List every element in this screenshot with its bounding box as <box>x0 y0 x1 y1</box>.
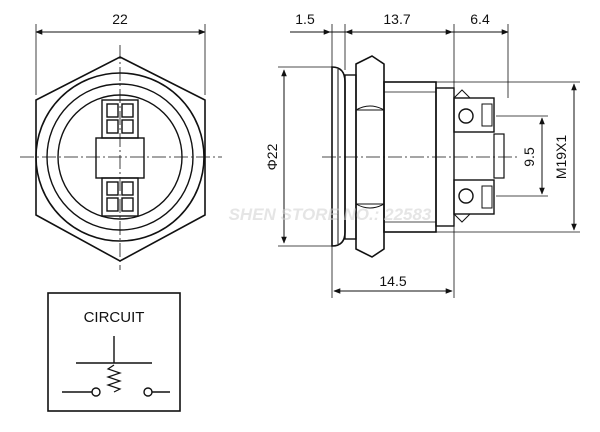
terminal-lower <box>453 179 495 223</box>
lower-terminal <box>101 177 139 217</box>
circuit-title: CIRCUIT <box>84 309 145 326</box>
upper-terminal-slot-b <box>121 103 134 118</box>
upper-terminal-slot-a <box>106 103 119 118</box>
terminal-dim-label: 6.4 <box>470 11 490 27</box>
hex-nut-side <box>355 55 385 258</box>
flange-dim-label: 1.5 <box>295 11 315 27</box>
store-watermark: SHEN STORE NO.: 22583 <box>229 205 432 224</box>
nut-chamfer-top <box>355 105 385 111</box>
thread-label: M19X1 <box>553 135 569 180</box>
front-view <box>20 24 222 270</box>
circuit-frame <box>47 292 181 412</box>
lower-terminal-slot-b <box>121 181 134 196</box>
lower-terminal-slot-d <box>121 197 134 212</box>
total-length-label: 14.5 <box>379 273 406 289</box>
lower-terminal-slot-c <box>106 197 119 212</box>
upper-terminal-slot-c <box>106 119 119 134</box>
contact-terminal-right <box>143 387 153 397</box>
lower-terminal-slot-a <box>106 181 119 196</box>
terminal-bridge <box>493 133 505 179</box>
body-dim-label: 13.7 <box>383 11 410 27</box>
spacing-label: 9.5 <box>521 147 537 167</box>
terminal-upper <box>453 89 495 133</box>
spring-symbol <box>106 364 122 393</box>
side-view <box>278 24 580 298</box>
circuit-box <box>47 292 181 412</box>
contact-terminal-left <box>91 387 101 397</box>
diameter-label: Φ22 <box>264 143 280 170</box>
width-label: 22 <box>112 11 128 27</box>
upper-terminal-slot-d <box>121 119 134 134</box>
nut-chamfer-bottom <box>355 203 385 209</box>
upper-terminal <box>101 99 139 139</box>
